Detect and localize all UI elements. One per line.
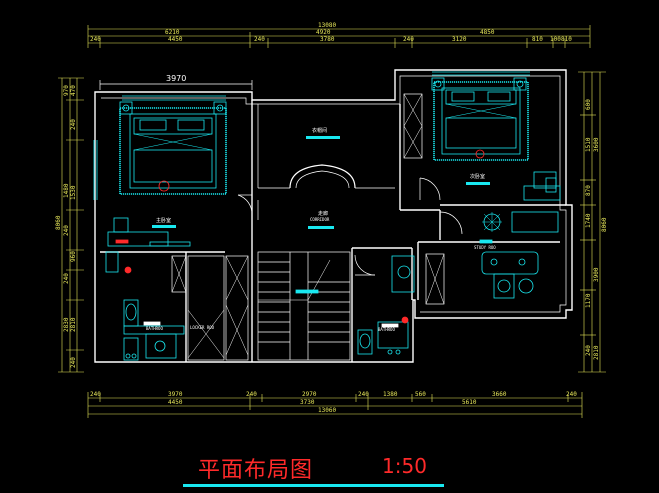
room-label-bathroom-left: BATHROO — [146, 326, 163, 331]
dim-top-6210: 6210 — [165, 29, 180, 36]
bottom-dimensions: 240 3970 240 2970 240 1380 560 3660 240 … — [87, 391, 583, 418]
dim-right-7: 240 — [585, 345, 592, 356]
room-label-corridor: 走廊 — [318, 210, 328, 217]
doors — [237, 177, 463, 276]
corridor-arch-inner — [295, 170, 350, 189]
dim-bottom-r2-2: 5610 — [462, 399, 477, 406]
walls — [94, 69, 573, 363]
dim-left-2: 240 — [70, 119, 77, 130]
room-label-walkin-closet: 衣帽间 — [312, 127, 327, 134]
dim-right-total: 8060 — [601, 217, 608, 232]
dim-left-6: 960 — [70, 251, 77, 262]
dim-right-5: 3900 — [593, 267, 600, 282]
windows — [93, 71, 530, 200]
staircase — [257, 251, 351, 361]
dim-bottom-r1-5: 1380 — [383, 391, 398, 398]
dim-bottom-r1-4: 240 — [358, 391, 369, 398]
master-bed — [119, 101, 227, 195]
dim-right-0: 600 — [585, 99, 592, 110]
dim-bottom-r1-2: 240 — [246, 391, 257, 398]
plan-scale: 1:50 — [382, 454, 427, 478]
title-underline — [183, 484, 444, 487]
dim-left-8: 2830 — [63, 317, 70, 332]
room-label-master-bedroom: 主卧室 — [156, 217, 171, 224]
dim-left-10: 240 — [70, 357, 77, 368]
dim-bottom-r1-1: 3970 — [168, 391, 183, 398]
dim-top-r3-7: 100 — [550, 36, 561, 43]
dim-left-total: 8060 — [55, 215, 62, 230]
label-bar-corridor — [308, 226, 334, 229]
left-dimensions: 8060 970 470 240 1480 1530 240 960 240 2… — [55, 77, 84, 373]
dim-left-0: 970 — [63, 85, 70, 96]
dim-left-9: 2810 — [70, 317, 77, 332]
dim-bottom-r2-0: 4450 — [168, 399, 183, 406]
dim-bottom-r1-7: 3660 — [492, 391, 507, 398]
dim-top-r3-6: 810 — [532, 36, 543, 43]
second-bed — [431, 77, 529, 161]
dim-right-3: 870 — [585, 185, 592, 196]
dim-right-6: 1170 — [585, 293, 592, 308]
room-label-corridor-en: CORRIDOR — [310, 217, 330, 222]
plan-title: 平面布局图 — [198, 458, 314, 483]
dim-left-5: 240 — [63, 225, 70, 236]
room-label-locker: LOCKER ROO — [190, 325, 215, 330]
room-label-study: STUDY ROO — [474, 245, 496, 250]
dim-total-top: 13080 — [318, 22, 336, 29]
dim-right-1: 1510 — [585, 137, 592, 152]
label-bar-master — [152, 225, 176, 228]
dim-bottom-r1-8: 240 — [566, 391, 577, 398]
dim-bottom-r1-6: 560 — [415, 391, 426, 398]
room-label-bathroom-right: BATHROO — [378, 327, 395, 332]
dim-top-r3-8: 810 — [561, 36, 572, 43]
dim-bedroom-width: 3970 — [166, 74, 186, 83]
dim-top-r3-0: 240 — [90, 36, 101, 43]
dim-right-2: 3600 — [593, 137, 600, 152]
dim-top-4920: 4920 — [316, 29, 331, 36]
room-label-second-bedroom: 次卧室 — [470, 173, 485, 180]
dim-bottom-r1-0: 240 — [90, 391, 101, 398]
right-dimensions: 8060 600 1510 3600 870 1740 3900 1170 24… — [578, 71, 608, 373]
dim-left-4: 1530 — [70, 185, 77, 200]
label-bar-second — [466, 182, 490, 185]
dim-left-3: 1480 — [63, 183, 70, 198]
dim-top-r3-1: 4450 — [168, 36, 183, 43]
dim-right-8: 2810 — [593, 345, 600, 360]
dim-top-4850: 4850 — [480, 29, 495, 36]
top-dimensions: 13080 6210 4850 240 4450 240 3780 240 31… — [87, 22, 591, 90]
dim-top-r3-3: 3780 — [320, 36, 335, 43]
dim-left-1: 470 — [70, 85, 77, 96]
dim-bottom-r1-3: 2970 — [302, 391, 317, 398]
dim-top-r3-2: 240 — [254, 36, 265, 43]
dim-top-r3-4: 240 — [403, 36, 414, 43]
dim-bottom-total: 13060 — [318, 407, 336, 414]
corridor-arch — [289, 164, 356, 189]
dim-bottom-r2-1: 3730 — [300, 399, 315, 406]
dim-top-r3-5: 3120 — [452, 36, 467, 43]
furniture — [105, 77, 561, 361]
dim-right-4: 1740 — [585, 213, 592, 228]
label-bar-closet — [306, 136, 340, 139]
dim-left-7: 240 — [63, 273, 70, 284]
